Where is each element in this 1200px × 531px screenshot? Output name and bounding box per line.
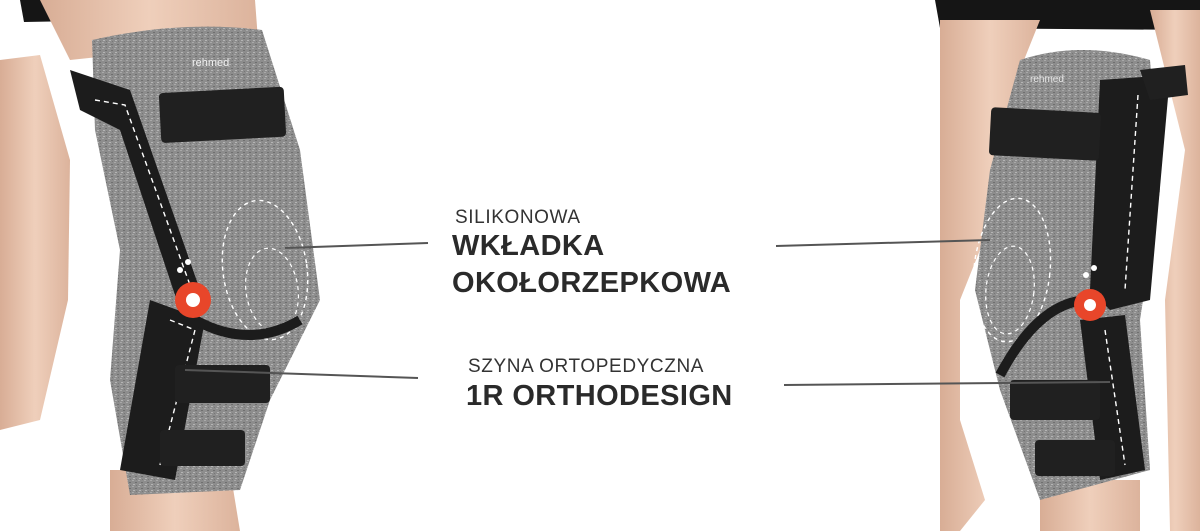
insert-caption-line3: OKOŁORZEPKOWA bbox=[452, 267, 732, 299]
brand-logo-right: rehmed bbox=[1030, 74, 1064, 85]
left-brace: rehmed bbox=[70, 26, 320, 496]
splint-caption-big: 1R ORTHODESIGN bbox=[466, 380, 733, 412]
pointer-line-insert-left bbox=[284, 242, 429, 249]
pointer-line-splint-right bbox=[783, 381, 1111, 386]
pointer-line-splint-left bbox=[184, 369, 419, 379]
insert-caption-line2: WKŁADKA bbox=[452, 230, 605, 262]
insert-caption-small: SILIKONOWA bbox=[455, 207, 581, 228]
brand-logo-left: rehmed bbox=[192, 57, 229, 69]
right-brace: rehmed bbox=[972, 50, 1188, 500]
right-leg bbox=[935, 0, 1200, 531]
pointer-line-insert-right bbox=[775, 239, 991, 247]
splint-caption-small: SZYNA ORTOPEDYCZNA bbox=[468, 356, 705, 377]
